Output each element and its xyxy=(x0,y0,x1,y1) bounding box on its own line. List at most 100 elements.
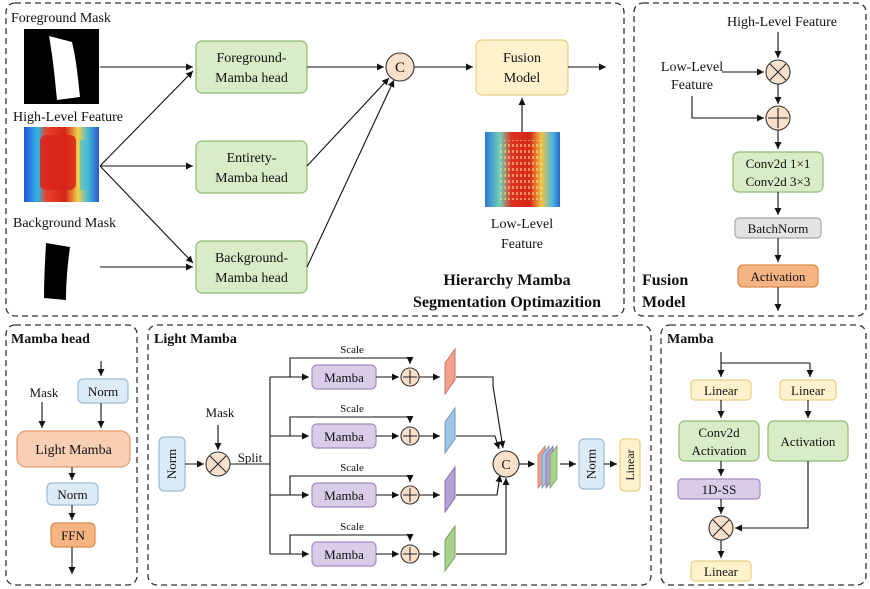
fusion-multiply-node xyxy=(765,59,791,85)
fusion-batchnorm-box: BatchNorm xyxy=(734,217,822,239)
split-label: Split xyxy=(238,450,263,465)
mamba-title: Mamba xyxy=(667,332,714,347)
svg-text:Activation: Activation xyxy=(781,434,836,449)
mamba-panel xyxy=(660,324,867,586)
svg-text:Norm: Norm xyxy=(57,487,87,502)
svg-text:Model: Model xyxy=(504,71,541,86)
foreground-mamba-head: Foreground- Mamba head xyxy=(195,40,308,94)
svg-text:Mamba: Mamba xyxy=(324,488,364,503)
svg-text:Conv2d 1×1: Conv2d 1×1 xyxy=(746,156,811,171)
svg-text:Activation: Activation xyxy=(751,269,806,284)
light-mamba-branch-3: Scale Mamba xyxy=(270,462,456,514)
light-mamba-branch-4: Scale Mamba xyxy=(270,521,456,573)
mamba-linear-right-box: Linear xyxy=(779,379,837,401)
svg-text:Mamba head: Mamba head xyxy=(215,71,288,86)
ffn-box: FFN xyxy=(50,522,96,548)
low-level-feature-label: Low-Level xyxy=(491,217,553,232)
svg-text:Mamba head: Mamba head xyxy=(215,271,288,286)
fusion-model-title: Fusion xyxy=(642,272,688,289)
svg-text:Linear: Linear xyxy=(623,449,637,480)
svg-text:Norm: Norm xyxy=(88,384,118,399)
mamba-multiply-node xyxy=(708,515,734,541)
hierarchy-panel xyxy=(5,2,625,317)
mamba-head-norm2-box: Norm xyxy=(46,482,99,506)
fusion-conv-box: Conv2d 1×1 Conv2d 3×3 xyxy=(732,151,824,193)
svg-text:Conv2d: Conv2d xyxy=(698,425,740,440)
mamba-linear-left-box: Linear xyxy=(690,379,752,401)
scale-label: Scale xyxy=(340,521,364,533)
light-mamba-linear-box: Linear xyxy=(619,438,641,492)
svg-text:BatchNorm: BatchNorm xyxy=(748,221,809,236)
svg-text:Light Mamba: Light Mamba xyxy=(35,443,112,458)
svg-text:Mamba: Mamba xyxy=(324,547,364,562)
fusion-high-level-label: High-Level Feature xyxy=(727,15,837,30)
svg-text:C: C xyxy=(501,458,510,473)
scale-label: Scale xyxy=(340,403,364,415)
scale-label: Scale xyxy=(340,462,364,474)
light-mamba-title: Light Mamba xyxy=(154,332,237,347)
fusion-model-box: Fusion Model xyxy=(475,39,569,96)
svg-text:Conv2d 3×3: Conv2d 3×3 xyxy=(746,174,811,189)
mamba-conv-box: Conv2d Activation xyxy=(678,420,760,462)
svg-text:FFN: FFN xyxy=(61,528,85,543)
svg-text:Mamba: Mamba xyxy=(324,370,364,385)
mamba-head-mask-label: Mask xyxy=(30,385,59,400)
entirety-mamba-head: Entirety- Mamba head xyxy=(195,140,308,194)
svg-text:Linear: Linear xyxy=(704,564,739,579)
fusion-low-level-label-2: Feature xyxy=(671,78,713,93)
mamba-head-panel xyxy=(5,324,138,586)
hierarchy-title: Hierarchy Mamba xyxy=(443,272,570,289)
light-mamba-box: Light Mamba xyxy=(16,430,131,468)
scale-label: Scale xyxy=(340,344,364,356)
light-mamba-panel xyxy=(147,324,652,586)
stacked-features xyxy=(537,444,558,490)
light-mamba-norm-box: Norm xyxy=(158,436,186,492)
svg-text:Norm: Norm xyxy=(164,449,179,479)
fusion-add-node xyxy=(765,105,791,131)
svg-text:Entirety-: Entirety- xyxy=(227,151,277,166)
concat-node-light: C xyxy=(492,450,520,478)
fusion-panel xyxy=(633,2,867,317)
light-mamba-branch-2: Scale Mamba xyxy=(270,403,456,455)
light-mamba-multiply-node xyxy=(205,451,231,477)
background-mamba-head: Background- Mamba head xyxy=(195,240,308,294)
high-level-feature-label: High-Level Feature xyxy=(13,110,123,125)
light-mamba-branch-1: Scale Mamba xyxy=(270,344,456,396)
feature-slice xyxy=(444,406,456,455)
foreground-mask-label: Foreground Mask xyxy=(11,11,111,26)
mamba-head-title: Mamba head xyxy=(11,332,90,347)
svg-text:Background-: Background- xyxy=(215,251,288,266)
svg-text:Mamba: Mamba xyxy=(324,429,364,444)
svg-text:Fusion: Fusion xyxy=(503,51,541,66)
feature-slice xyxy=(444,347,456,396)
mamba-linear-out-box: Linear xyxy=(690,560,752,582)
hierarchy-title-2: Segmentation Optimazition xyxy=(413,294,601,311)
svg-text:C: C xyxy=(395,60,405,76)
svg-text:1D-SS: 1D-SS xyxy=(702,482,737,497)
low-level-feature-label-2: Feature xyxy=(501,237,543,252)
fusion-model-title-2: Model xyxy=(642,294,686,311)
light-mamba-norm-out-box: Norm xyxy=(578,438,605,490)
svg-text:Foreground-: Foreground- xyxy=(217,51,287,66)
svg-text:Linear: Linear xyxy=(791,383,826,398)
light-mamba-mask-label: Mask xyxy=(206,405,235,420)
svg-text:Linear: Linear xyxy=(704,383,739,398)
svg-text:Activation: Activation xyxy=(692,443,747,458)
svg-text:Norm: Norm xyxy=(584,449,599,479)
feature-slice xyxy=(444,465,456,514)
mamba-head-norm-box: Norm xyxy=(77,378,129,404)
background-mask-label: Background Mask xyxy=(13,216,116,231)
concat-node-top: C xyxy=(385,52,415,82)
background-mask-image xyxy=(24,233,99,303)
ss-box: 1D-SS xyxy=(677,478,761,500)
svg-text:Mamba head: Mamba head xyxy=(215,171,288,186)
high-level-feature-image xyxy=(24,127,99,202)
fusion-low-level-label: Low-Level xyxy=(661,60,723,75)
low-level-feature-image xyxy=(485,132,560,207)
feature-slice xyxy=(444,524,456,573)
mamba-activation-box: Activation xyxy=(767,420,849,462)
fusion-activation-box: Activation xyxy=(737,264,819,288)
foreground-mask-image xyxy=(24,29,99,104)
